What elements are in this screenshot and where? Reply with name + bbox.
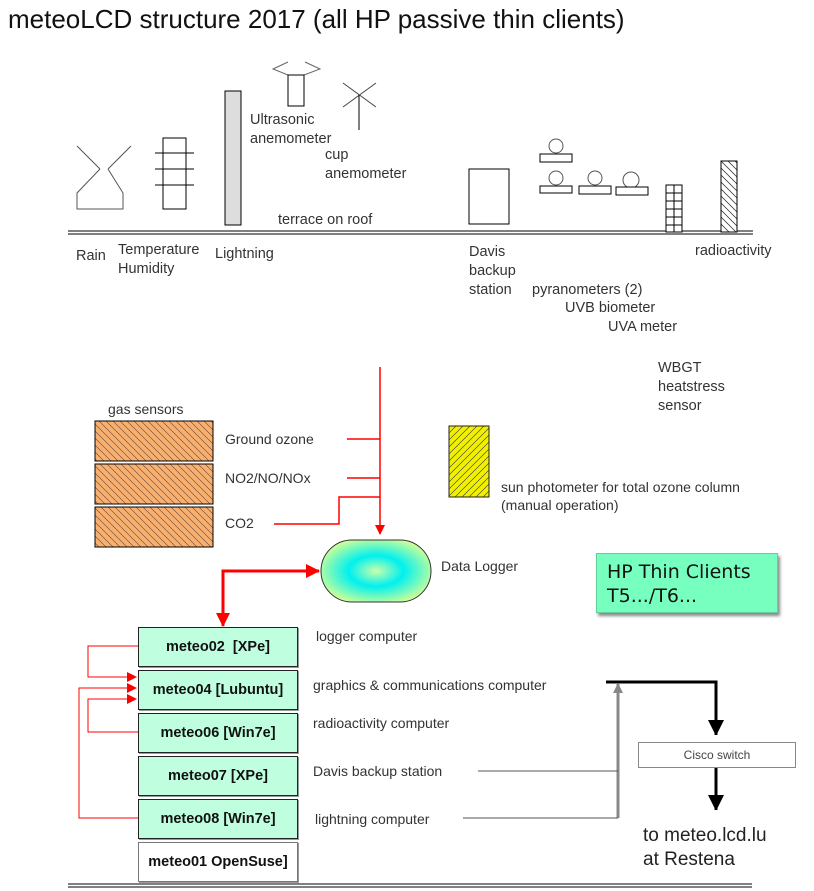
computer-meteo01: meteo01 OpenSuse] xyxy=(138,842,298,882)
role-meteo04: graphics & communications computer xyxy=(313,677,547,693)
sensor-label-lightning: Lightning xyxy=(215,246,274,262)
destination-label: to meteo.lcd.lu at Restena xyxy=(643,825,767,870)
gas-sensors-heading: gas sensors xyxy=(108,401,184,417)
role-meteo06: radioactivity computer xyxy=(313,715,450,731)
role-meteo08: lightning computer xyxy=(315,811,430,827)
sun-photometer-label: sun photometer for total ozone column (m… xyxy=(501,479,740,513)
cup-anemometer-icon xyxy=(342,82,377,130)
sensor-label-radioactivity: radioactivity xyxy=(695,243,772,259)
gas-sensor-boxes xyxy=(94,420,214,548)
sensor-label-ultrasonic: Ultrasonic anemometer xyxy=(250,112,332,147)
computer-meteo02: meteo02 [XPe] xyxy=(138,627,298,667)
davis-station-icon xyxy=(468,168,510,225)
sensor-label-uva: UVA meter xyxy=(608,319,678,335)
sensor-label-davis: Davis backup station xyxy=(469,244,516,298)
signal-lines xyxy=(274,367,385,535)
logger-link xyxy=(216,564,320,627)
sensor-label-uvb: UVB biometer xyxy=(565,300,656,316)
gas-label-nox: NO2/NO/NOx xyxy=(225,470,311,486)
hp-thin-clients-legend: HP Thin Clients T5.../T6... xyxy=(596,553,778,613)
sensor-label-temperature-humidity: Temperature Humidity xyxy=(118,242,200,277)
lightning-sensor-icon xyxy=(224,90,242,226)
gas-label-co2: CO2 xyxy=(225,515,254,531)
sensor-label-rain: Rain xyxy=(76,248,106,264)
temperature-humidity-icon xyxy=(155,137,194,210)
data-logger-label: Data Logger xyxy=(441,558,519,574)
page-title: meteoLCD structure 2017 (all HP passive … xyxy=(8,4,625,34)
pyranometer-icons xyxy=(539,138,649,196)
gas-label-ozone: Ground ozone xyxy=(225,431,314,447)
sensor-label-wbgt: WBGT heatstress sensor xyxy=(658,360,725,414)
sensor-label-pyranometers: pyranometers (2) xyxy=(532,282,643,298)
computer-meteo04: meteo04 [Lubuntu] xyxy=(138,670,298,710)
wbgt-sensor-icon xyxy=(665,184,683,233)
pc-links xyxy=(78,645,138,819)
sensor-label-cup-anemometer: cup anemometer xyxy=(325,147,407,182)
computer-meteo08: meteo08 [Win7e] xyxy=(138,799,298,839)
role-meteo02: logger computer xyxy=(316,628,418,644)
radioactivity-sensor-icon xyxy=(720,160,738,233)
network-lines xyxy=(463,680,716,819)
computer-meteo07: meteo07 [XPe] xyxy=(138,756,298,796)
computer-meteo06: meteo06 [Win7e] xyxy=(138,713,298,753)
data-logger-icon xyxy=(320,539,432,603)
terrace-line xyxy=(68,230,753,235)
bottom-line xyxy=(68,883,752,888)
sun-photometer-icon xyxy=(448,425,490,498)
rain-gauge-icon xyxy=(76,145,132,210)
terrace-label: terrace on roof xyxy=(278,212,373,228)
cisco-switch: Cisco switch xyxy=(638,742,796,768)
ultrasonic-anemometer-icon xyxy=(271,61,322,107)
role-meteo07: Davis backup station xyxy=(313,763,443,779)
